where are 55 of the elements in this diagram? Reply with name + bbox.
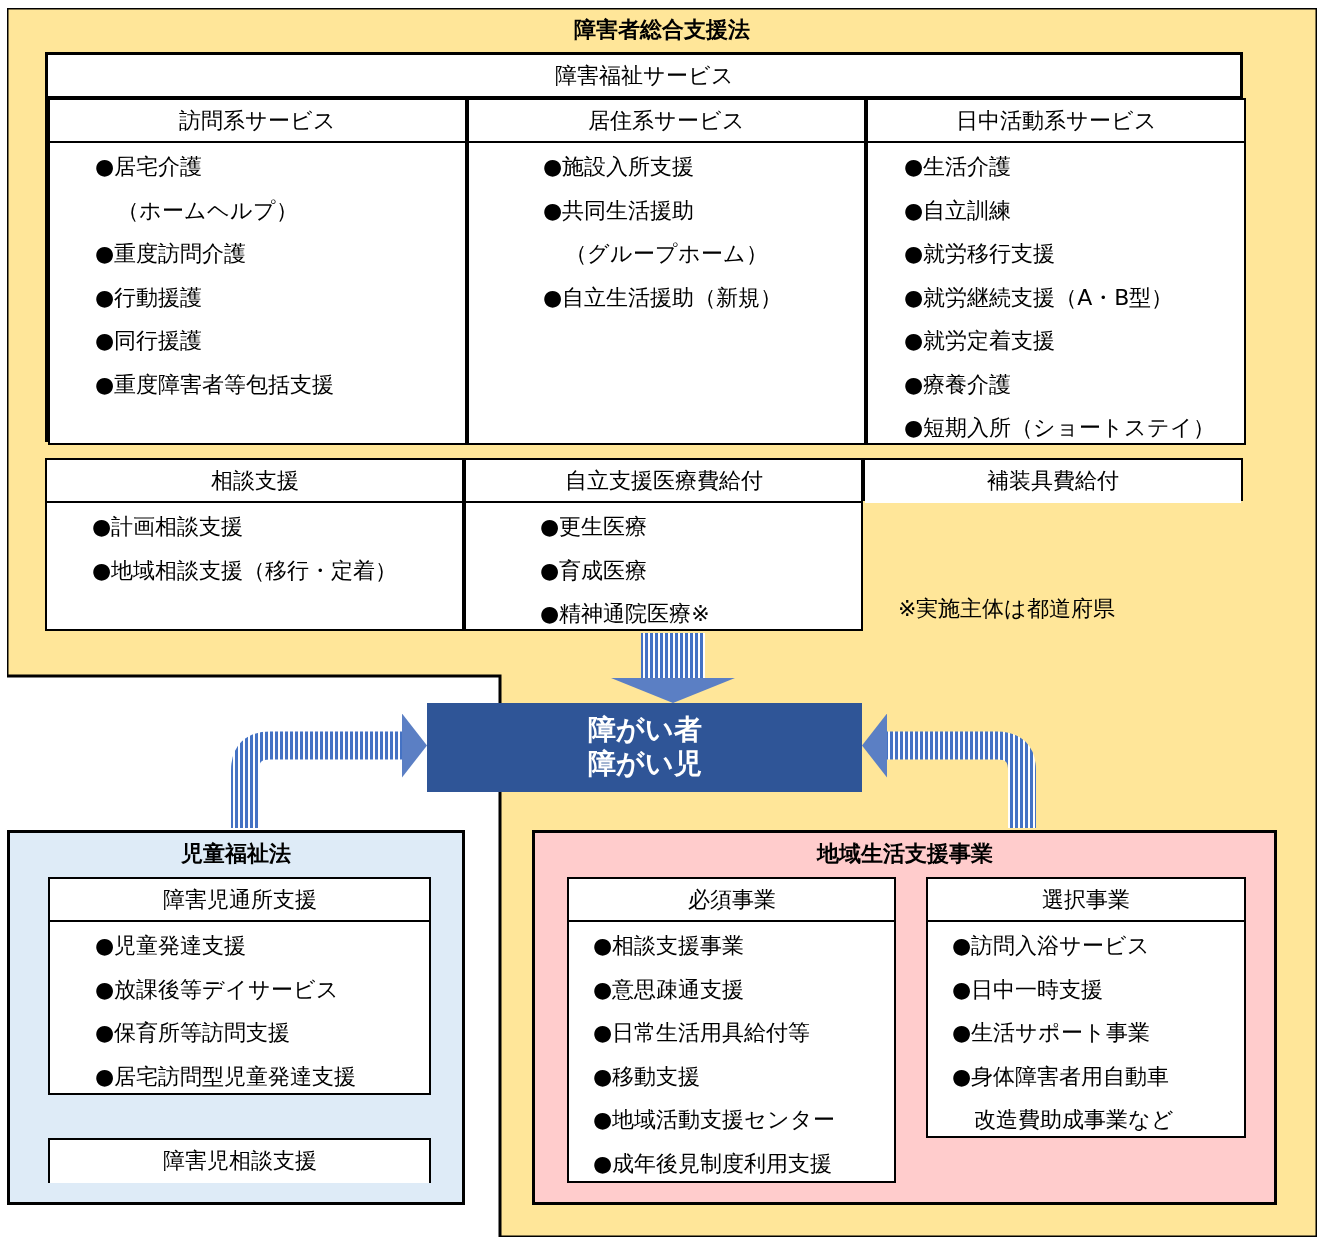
list-item: ●生活サポート事業 — [951, 1019, 1152, 1047]
list-item: ●意思疎通支援 — [592, 975, 746, 1004]
list-item: ●訪問入浴サービス — [951, 932, 1152, 960]
service-column — [567, 877, 896, 1183]
law-panel — [7, 830, 465, 1205]
service-column — [467, 98, 866, 445]
list-item: ●日常生活用具給付等 — [592, 1019, 812, 1047]
section-heading: 地域生活支援事業 — [815, 840, 994, 868]
law-panel — [532, 830, 1277, 1205]
flow-arrow — [611, 633, 735, 703]
list-item: ●就労継続支援（A・B型） — [903, 283, 1175, 312]
list-item: ●自立生活援助（新規） — [542, 283, 784, 312]
list-item: ●育成医療 — [539, 556, 649, 585]
list-item: ●自立訓練 — [903, 196, 1013, 225]
list-item: ●居宅介護 — [94, 153, 204, 181]
list-item: ●移動支援 — [592, 1062, 702, 1091]
list-item: ●成年後見制度利用支援 — [592, 1149, 834, 1178]
list-item: ●日中一時支援 — [951, 975, 1105, 1004]
recipient-text: 障がい者 — [586, 713, 703, 747]
list-item: ●短期入所（ショートステイ） — [903, 414, 1217, 442]
list-item: 改造費助成事業など — [973, 1106, 1175, 1134]
list-item: ●相談支援事業 — [592, 932, 746, 960]
list-item: ●就労定着支援 — [903, 327, 1057, 355]
list-item: ●放課後等デイサービス — [94, 975, 341, 1004]
service-column — [926, 877, 1246, 1138]
list-item: ●行動援護 — [94, 283, 204, 312]
list-item: ●重度障害者等包括支援 — [94, 370, 336, 399]
service-column — [464, 458, 863, 631]
service-column — [866, 98, 1246, 445]
list-item: ●児童発達支援 — [94, 932, 248, 960]
list-item: ●精神通院医療※ — [539, 600, 711, 628]
list-item: ●同行援護 — [94, 327, 204, 355]
list-item: ●保育所等訪問支援 — [94, 1019, 292, 1047]
list-item: （ホームヘルプ） — [116, 196, 299, 225]
list-item: ●居宅訪問型児童発達支援 — [94, 1062, 358, 1091]
list-item: ●就労移行支援 — [903, 240, 1057, 268]
section-heading: 児童福祉法 — [180, 840, 292, 868]
service-column — [48, 877, 431, 1095]
list-item: ●地域相談支援（移行・定着） — [91, 556, 399, 585]
service-column — [48, 98, 467, 445]
list-item: ●計画相談支援 — [91, 513, 245, 541]
list-item: ●更生医療 — [539, 513, 649, 541]
footnote: ※実施主体は都道府県 — [898, 595, 1116, 623]
list-item: ●施設入所支援 — [542, 153, 696, 181]
list-item: （グループホーム） — [564, 240, 769, 268]
list-item: ●重度訪問介護 — [94, 240, 248, 268]
service-column — [45, 458, 464, 631]
list-item: ●地域活動支援センター — [592, 1106, 837, 1134]
section-heading: 障害者総合支援法 — [573, 16, 751, 44]
service-table — [45, 52, 1243, 442]
list-item: ●療養介護 — [903, 370, 1013, 399]
recipient-text: 障がい児 — [586, 747, 703, 781]
list-item: ●生活介護 — [903, 153, 1013, 181]
list-item: ●共同生活援助 — [542, 196, 696, 225]
list-item: ●身体障害者用自動車 — [951, 1062, 1171, 1091]
